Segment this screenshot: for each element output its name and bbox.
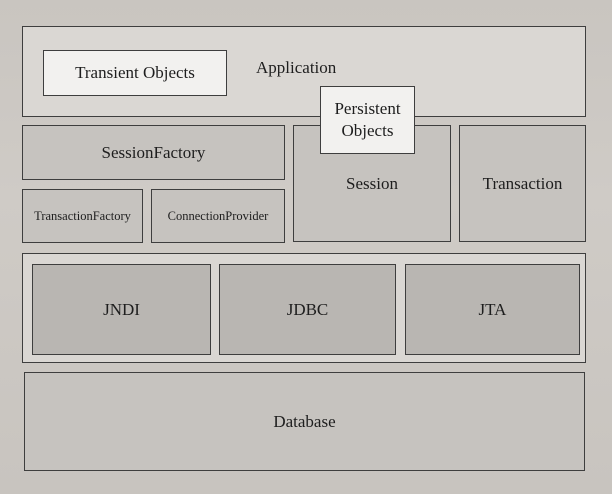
- database-label: Database: [273, 411, 336, 431]
- transient-objects-box: Transient Objects: [43, 50, 227, 96]
- jndi-label: JNDI: [103, 299, 140, 319]
- persistent-objects-box: Persistent Objects: [320, 86, 415, 154]
- transaction-box: Transaction: [459, 125, 586, 242]
- transaction-label: Transaction: [482, 173, 563, 193]
- transient-objects-label: Transient Objects: [75, 63, 195, 82]
- persistent-objects-label-line2: Objects: [341, 121, 394, 140]
- jndi-box: JNDI: [32, 264, 211, 355]
- jdbc-label: JDBC: [286, 299, 329, 319]
- persistent-objects-label-line1: Persistent: [334, 99, 401, 118]
- session-label: Session: [346, 173, 398, 193]
- session-factory-label: SessionFactory: [101, 142, 206, 162]
- session-factory-box: SessionFactory: [22, 125, 285, 180]
- database-box: Database: [24, 372, 585, 471]
- jdbc-box: JDBC: [219, 264, 396, 355]
- jta-label: JTA: [478, 299, 507, 319]
- transaction-factory-label: TransactionFactory: [34, 208, 131, 223]
- application-label: Application: [256, 58, 337, 77]
- transaction-factory-box: TransactionFactory: [22, 189, 143, 243]
- connection-provider-label: ConnectionProvider: [167, 208, 269, 223]
- connection-provider-box: ConnectionProvider: [151, 189, 285, 243]
- jta-box: JTA: [405, 264, 580, 355]
